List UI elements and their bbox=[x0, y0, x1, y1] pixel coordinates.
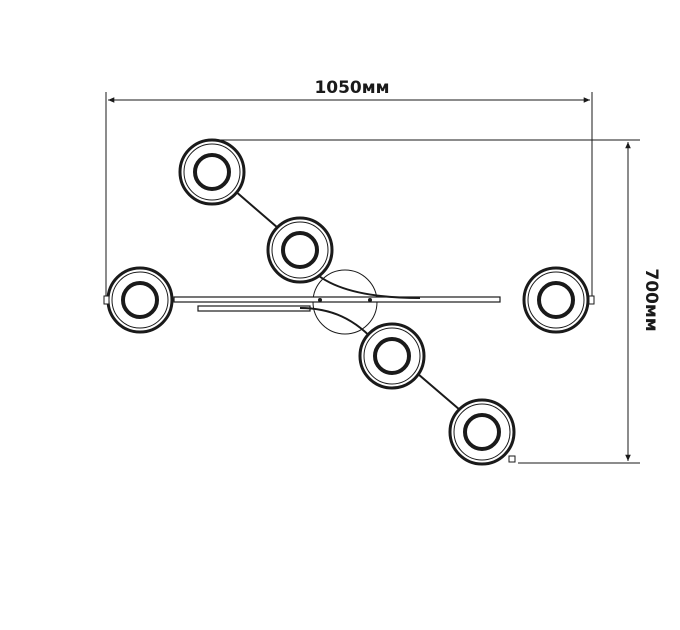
lamp-2 bbox=[266, 216, 334, 284]
width-label: 1050мм bbox=[314, 78, 389, 98]
lamp-4 bbox=[522, 266, 590, 334]
end-cap-right bbox=[588, 295, 595, 305]
arm-lower-diagonal bbox=[417, 373, 461, 411]
upper-bar bbox=[173, 296, 501, 303]
width-dimension: 1050мм bbox=[105, 78, 593, 300]
height-dimension: 700мм bbox=[212, 139, 661, 464]
bar-joint-left bbox=[318, 298, 322, 302]
lamp-5 bbox=[358, 322, 426, 390]
end-cap-left bbox=[103, 295, 110, 305]
lamp-6 bbox=[448, 398, 516, 466]
lower-bar bbox=[197, 305, 311, 312]
lamp-3 bbox=[106, 266, 174, 334]
arm-upper-diagonal bbox=[233, 189, 279, 229]
end-cap-bottom bbox=[508, 455, 516, 463]
fixture-structure bbox=[173, 189, 501, 411]
curved-arm-upper bbox=[309, 267, 421, 299]
bar-joint-right bbox=[368, 298, 372, 302]
lamp-1 bbox=[178, 138, 246, 206]
height-label: 700мм bbox=[641, 268, 661, 331]
